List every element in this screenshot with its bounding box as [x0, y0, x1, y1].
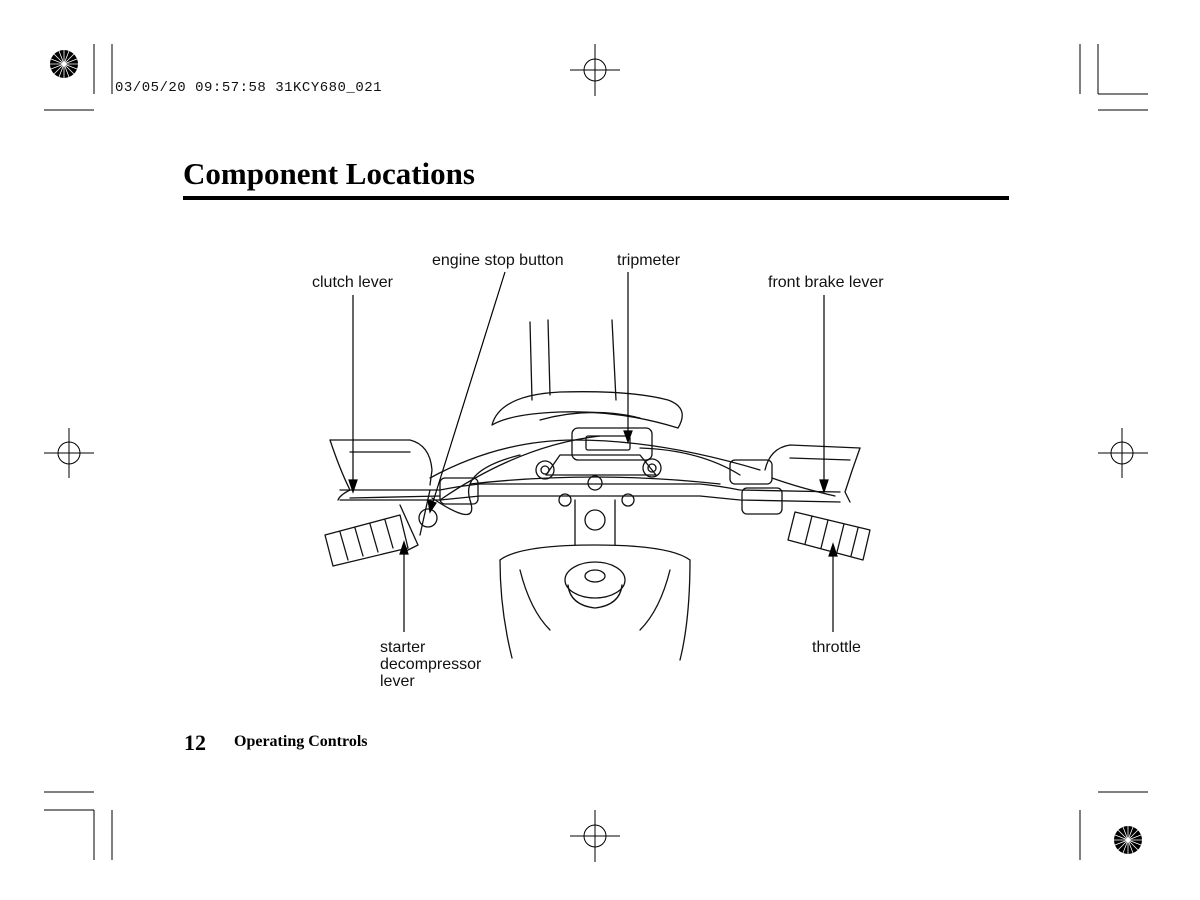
crosshair-icon	[1098, 428, 1148, 478]
crop-mark-icon	[1079, 44, 1148, 111]
crosshair-icon	[570, 44, 620, 96]
registration-mark-icon	[1114, 826, 1142, 854]
crosshair-icon	[570, 810, 620, 862]
engine-stop-button-label: engine stop button	[432, 252, 564, 269]
starter-decompressor-lever-label-line3: lever	[380, 673, 415, 690]
starter-decompressor-lever-label-line2: decompressor	[380, 656, 482, 673]
section-title: Operating Controls	[234, 733, 368, 750]
tripmeter-label: tripmeter	[617, 252, 681, 269]
print-slug: 03/05/20 09:57:58 31KCY680_021	[115, 80, 383, 96]
front-brake-lever-label: front brake lever	[768, 274, 884, 291]
clutch-lever-label: clutch lever	[312, 274, 393, 291]
crop-mark-icon	[44, 791, 113, 860]
registration-mark-icon	[50, 50, 78, 78]
crop-mark-icon	[1079, 791, 1148, 860]
starter-decompressor-lever-label-line1: starter	[380, 639, 426, 656]
title-rule	[183, 196, 1009, 200]
throttle-label: throttle	[812, 639, 861, 656]
page-title: Component Locations	[183, 156, 475, 191]
starter-decompressor-lever-label: starter decompressor lever	[380, 639, 481, 690]
crop-mark-icon	[44, 44, 113, 111]
crosshair-icon	[44, 428, 94, 478]
page-number: 12	[184, 730, 206, 755]
